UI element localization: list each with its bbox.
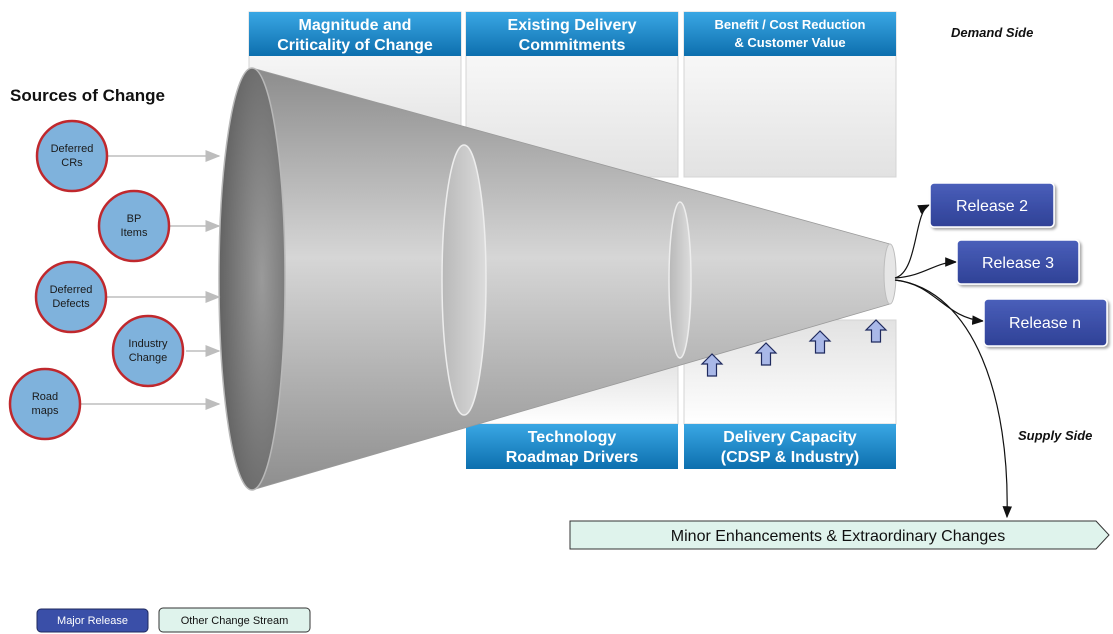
header-magnitude-line2: Criticality of Change — [277, 37, 433, 54]
header-technology: Technology Roadmap Drivers — [466, 424, 678, 469]
legend-other-stream: Other Change Stream — [158, 607, 311, 633]
header-capacity: Delivery Capacity (CDSP & Industry) — [684, 424, 896, 469]
minor-stream-label: Minor Enhancements & Extraordinary Chang… — [671, 528, 1005, 545]
source-bp-items: BP Items — [97, 189, 171, 263]
source-label-line1: Deferred — [51, 143, 94, 155]
source-label-line1: Road — [32, 391, 58, 403]
connector-minor — [894, 279, 1013, 519]
funnel-mouth — [218, 67, 286, 491]
connector-release-3 — [894, 257, 958, 279]
legend: Major Release Other Change Stream — [36, 607, 311, 633]
source-label-line2: Items — [121, 227, 148, 239]
header-capacity-line1: Delivery Capacity — [723, 429, 857, 446]
release-label: Release 3 — [982, 255, 1054, 272]
header-capacity-line2: (CDSP & Industry) — [721, 449, 859, 466]
legend-major-release: Major Release — [36, 608, 149, 633]
source-road-maps: Road maps — [8, 367, 82, 441]
source-industry-change: Industry Change — [111, 314, 185, 388]
release-box: Release 2 — [929, 182, 1055, 228]
funnel-outlet — [883, 243, 897, 305]
connector-release-2 — [894, 204, 931, 279]
sources-title: Sources of Change — [10, 86, 165, 105]
minor-stream: Minor Enhancements & Extraordinary Chang… — [569, 520, 1110, 550]
header-magnitude-line1: Magnitude and — [299, 17, 412, 34]
input-arrows — [80, 150, 221, 410]
legend-major-label: Major Release — [57, 615, 128, 627]
header-benefit: Benefit / Cost Reduction & Customer Valu… — [684, 12, 896, 56]
funnel-ring-1 — [441, 144, 487, 416]
header-benefit-line2: & Customer Value — [734, 35, 845, 50]
source-label-line1: BP — [127, 213, 142, 225]
output-connectors — [894, 204, 1013, 519]
header-benefit-line1: Benefit / Cost Reduction — [715, 17, 866, 32]
capacity-arrows — [700, 319, 888, 377]
legend-other-label: Other Change Stream — [181, 615, 289, 627]
release-label: Release 2 — [956, 198, 1028, 215]
supply-side-label: Supply Side — [1018, 428, 1092, 443]
minor-stream-arrow — [569, 520, 1110, 550]
up-arrow-icon — [864, 319, 888, 343]
header-technology-line2: Roadmap Drivers — [506, 449, 639, 466]
source-label-line2: maps — [32, 405, 59, 417]
source-deferred-defects: Deferred Defects — [34, 260, 108, 334]
release-box: Release n — [983, 298, 1108, 347]
header-delivery-line1: Existing Delivery — [508, 17, 637, 34]
source-deferred-crs: Deferred CRs — [35, 119, 109, 193]
up-arrow-icon — [808, 330, 832, 354]
header-technology-line1: Technology — [528, 429, 617, 446]
bottom-headers: Technology Roadmap Drivers Delivery Capa… — [466, 424, 896, 469]
release-label: Release n — [1009, 315, 1081, 332]
header-delivery-line2: Commitments — [519, 37, 626, 54]
demand-side-label: Demand Side — [951, 25, 1033, 40]
header-delivery-commitments: Existing Delivery Commitments — [466, 12, 678, 56]
funnel-ring-2 — [668, 201, 692, 359]
source-label-line2: Defects — [52, 298, 90, 310]
connector-release-n — [894, 279, 985, 325]
releases: Release 2 Release 3 Release n — [929, 182, 1108, 347]
up-arrow-icon — [700, 353, 724, 377]
source-label-line1: Deferred — [50, 284, 93, 296]
source-label-line2: CRs — [61, 157, 83, 169]
up-arrow-icon — [754, 342, 778, 366]
release-box: Release 3 — [956, 239, 1080, 285]
funnel — [218, 67, 897, 491]
top-headers: Magnitude and Criticality of Change Exis… — [249, 12, 896, 56]
header-magnitude: Magnitude and Criticality of Change — [249, 12, 461, 56]
source-circles: Deferred CRs BP Items Deferred Defects I… — [8, 119, 185, 441]
source-label-line1: Industry — [128, 338, 168, 350]
source-label-line2: Change — [129, 352, 168, 364]
